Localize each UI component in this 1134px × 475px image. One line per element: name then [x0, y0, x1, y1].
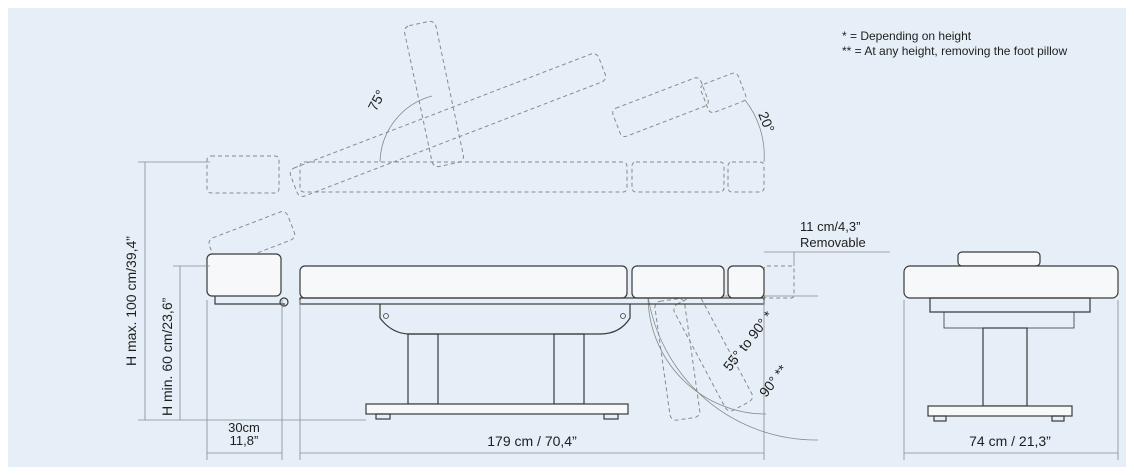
column-left: [407, 333, 439, 405]
apron-bolt-left: [383, 313, 389, 319]
angle-90-label: 90° **: [756, 361, 791, 400]
dashed-positions: [206, 20, 795, 421]
front-column: [982, 327, 1028, 407]
removable-pillow-ghost: [763, 265, 795, 299]
base-plate: [365, 403, 629, 415]
arc-55-90: [647, 295, 767, 415]
frame-rail: [299, 297, 765, 305]
note-depending-on-height: * = Depending on height: [842, 29, 972, 43]
note-foot-pillow: ** = At any height, removing the foot pi…: [842, 44, 1067, 58]
width-label: 74 cm / 21,3”: [969, 433, 1051, 449]
length-label: 179 cm / 70,4”: [487, 433, 577, 449]
main-cushion: [299, 265, 628, 299]
apron: [379, 304, 631, 335]
arc-20: [744, 99, 765, 163]
background-panel: [8, 8, 1126, 467]
front-foot-right: [1051, 415, 1065, 422]
front-frame: [929, 297, 1091, 313]
head-width-in: 11,8”: [230, 433, 259, 448]
arc-75: [379, 95, 433, 163]
dimension-lines: [138, 161, 1119, 460]
head-bracket: [214, 296, 285, 305]
tilted-foot-ghost: [700, 72, 747, 114]
front-cushion: [903, 265, 1119, 299]
head-width-cm: 30cm: [228, 420, 260, 435]
seat-ghost: [299, 161, 628, 193]
foot-cushion: [727, 265, 765, 299]
foot-section-90-ghost: [654, 298, 701, 421]
head-cushion: [206, 253, 282, 297]
height-min-label: H min. 60 cm/23,6”: [159, 297, 175, 416]
backrest-raised-ghost: [403, 20, 465, 168]
side-view: [206, 253, 765, 420]
angle-55-90-label: 55° to 90° *: [720, 308, 777, 374]
angle-75-label: 75°: [365, 87, 389, 113]
leg-cushion: [631, 265, 725, 299]
head-cushion-ghost: [206, 155, 280, 194]
head-hinge: [279, 297, 289, 307]
removable-label: Removable: [800, 235, 866, 250]
column-right: [553, 333, 585, 405]
front-mechanism: [943, 311, 1075, 329]
foot-section-55-ghost: [673, 294, 753, 412]
foot-right: [603, 413, 619, 420]
leg-section-ghost: [631, 161, 725, 193]
front-headrest: [957, 251, 1041, 267]
foot-left: [375, 413, 391, 420]
front-view: [903, 251, 1119, 422]
apron-bolt-right: [620, 313, 626, 319]
tilted-leg-ghost: [612, 77, 709, 138]
removable-size-label: 11 cm/4,3”: [800, 219, 860, 234]
angle-20-label: 20°: [755, 109, 778, 135]
height-max-label: H max. 100 cm/39,4”: [123, 236, 139, 366]
arc-90: [647, 295, 819, 441]
foot-pillow-ghost: [727, 161, 765, 193]
front-base: [927, 405, 1073, 417]
tilted-body-ghost: [289, 53, 607, 197]
front-foot-left: [933, 415, 947, 422]
